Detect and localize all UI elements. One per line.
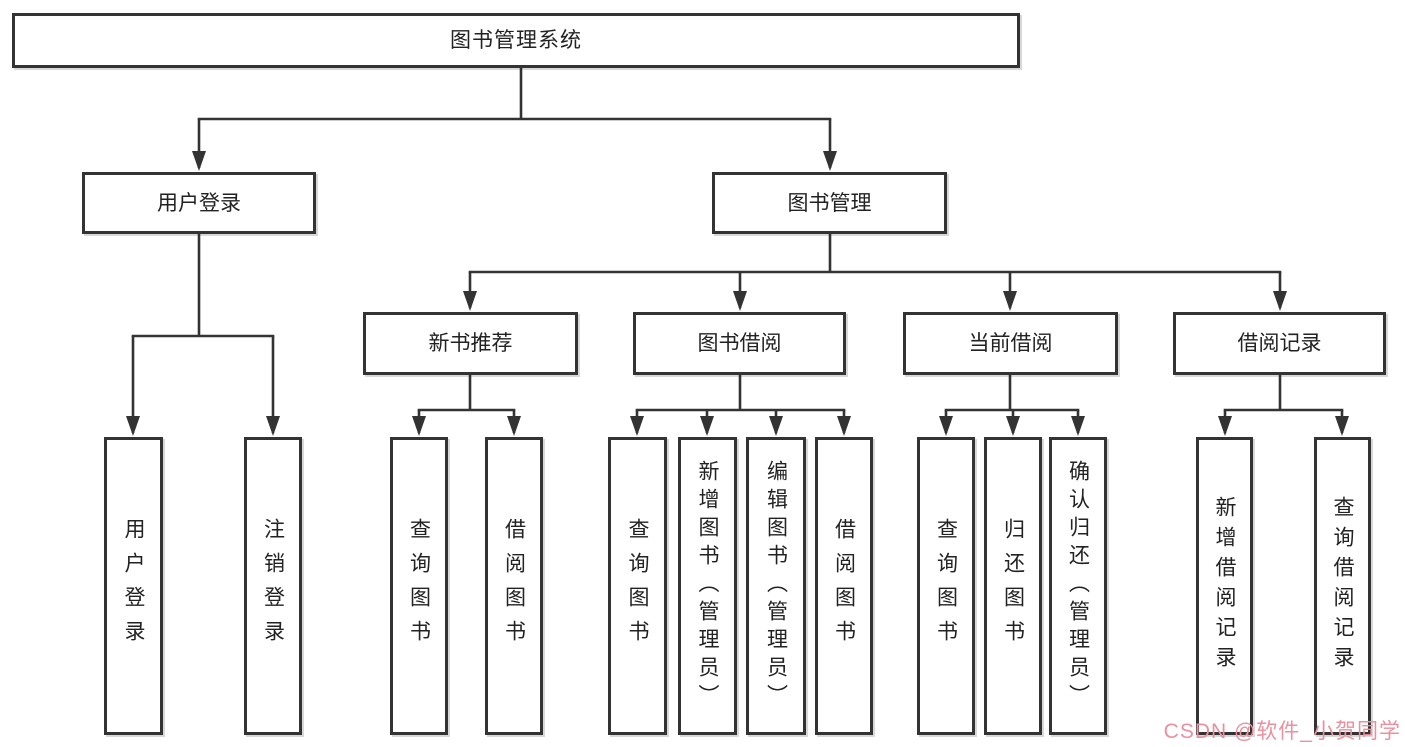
leaf-borrow-books-recommend: 借阅图书 [485, 437, 543, 735]
node-borrow-records: 借阅记录 [1173, 312, 1386, 375]
connector-new-book-recommend [412, 375, 521, 436]
node-current-borrow: 当前借阅 [903, 312, 1118, 375]
leaf-query-books-current: 查询图书 [917, 437, 975, 735]
node-library-management-system: 图书管理系统 [12, 13, 1020, 68]
csdn-watermark: CSDN @软件_小贺同学 [1163, 720, 1401, 743]
node-book-management: 图书管理 [712, 172, 947, 234]
node-book-borrow: 图书借阅 [633, 312, 846, 375]
leaf-return-books: 归还图书 [984, 437, 1042, 735]
leaf-add-books-admin: 新增图书（管理员） [678, 437, 737, 735]
leaf-borrow-books: 借阅图书 [815, 437, 873, 735]
leaf-query-books-recommend: 查询图书 [390, 437, 448, 735]
leaf-confirm-return-admin: 确认归还（管理员） [1049, 437, 1107, 735]
leaf-user-login: 用户登录 [104, 437, 163, 735]
connector-current-borrow [939, 375, 1085, 436]
connector-root [192, 68, 837, 171]
node-user-login: 用户登录 [82, 172, 316, 234]
leaf-query-books-borrow: 查询图书 [608, 437, 667, 735]
leaf-add-borrow-record: 新增借阅记录 [1196, 437, 1253, 735]
leaf-edit-books-admin: 编辑图书（管理员） [746, 437, 806, 735]
leaf-logout: 注销登录 [244, 437, 302, 735]
connector-borrow-records [1218, 375, 1349, 436]
node-new-book-recommend: 新书推荐 [363, 312, 578, 375]
leaf-query-borrow-record: 查询借阅记录 [1314, 437, 1371, 735]
connector-book-management [463, 234, 1287, 311]
connector-book-borrow [630, 375, 851, 436]
connector-user-login [126, 234, 280, 436]
